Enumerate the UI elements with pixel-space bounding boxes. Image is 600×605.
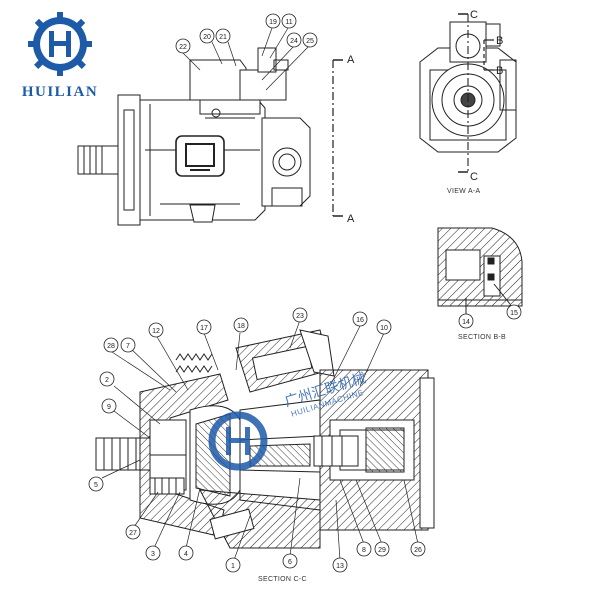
- callout-19: [265, 13, 281, 29]
- callout-label-12: 12: [152, 328, 160, 335]
- section-cc-label: SECTION C-C: [258, 576, 307, 583]
- callout-labels-bb: 14 15: [462, 310, 518, 326]
- section-mark-b-bottom: B: [496, 65, 503, 77]
- callout-label-23: 23: [296, 313, 304, 320]
- leader-lines: [101, 27, 513, 561]
- huilian-logo: [28, 12, 92, 76]
- callout-11: [281, 13, 297, 29]
- pump-side-view: [77, 47, 311, 226]
- callout-label-20: 20: [203, 34, 211, 41]
- callout-label-26: 26: [414, 547, 422, 554]
- section-mark-a-top: A: [347, 54, 355, 66]
- callouts-cc: [88, 307, 426, 573]
- view-aa-label: VIEW A-A: [447, 188, 481, 195]
- section-line-c: [458, 13, 469, 173]
- callout-label-22: 22: [179, 44, 187, 51]
- watermark-logo: [208, 411, 268, 471]
- callout-15: [506, 304, 522, 320]
- callout-label-25: 25: [306, 38, 314, 45]
- callout-25: [302, 32, 318, 48]
- brand-name: HUILIAN: [21, 84, 99, 100]
- callout-label-14: 14: [462, 319, 470, 326]
- callouts-bb: [458, 304, 522, 329]
- callout-label-2: 2: [105, 377, 109, 384]
- callout-label-17: 17: [200, 325, 208, 332]
- callout-label-5: 5: [94, 482, 98, 489]
- callout-label-21: 21: [219, 34, 227, 41]
- callout-labels-cc: 28 7 12 17 18 23 16 10 2 9 5 27 3 4 1 6 …: [94, 313, 422, 570]
- callout-label-10: 10: [380, 325, 388, 332]
- callouts-top: [175, 13, 318, 54]
- callout-label-13: 13: [336, 563, 344, 570]
- callout-21: [215, 28, 231, 44]
- section-bb-label: SECTION B-B: [458, 334, 507, 341]
- section-mark-c-top: C: [470, 9, 478, 21]
- section-cc-drawing: [95, 329, 435, 549]
- callout-label-9: 9: [107, 404, 111, 411]
- callout-label-4: 4: [184, 551, 188, 558]
- callout-label-7: 7: [126, 343, 130, 350]
- callout-label-6: 6: [288, 559, 292, 566]
- section-bb-detail: [437, 227, 523, 314]
- callout-24: [286, 32, 302, 48]
- callout-label-18: 18: [237, 323, 245, 330]
- section-mark-b-top: B: [496, 35, 503, 47]
- callout-14: [458, 313, 474, 329]
- callout-label-19: 19: [269, 19, 277, 26]
- section-line-a: [332, 59, 343, 217]
- callout-label-27: 27: [129, 530, 137, 537]
- callout-label-16: 16: [356, 317, 364, 324]
- callout-20: [199, 28, 215, 44]
- callout-label-11: 11: [285, 19, 292, 26]
- callout-label-1: 1: [231, 563, 235, 570]
- callout-label-24: 24: [290, 38, 298, 45]
- callout-label-29: 29: [378, 547, 386, 554]
- section-line-b: [483, 39, 494, 71]
- callout-label-15: 15: [510, 310, 518, 317]
- callout-label-3: 3: [151, 551, 155, 558]
- section-mark-c-bottom: C: [470, 171, 478, 183]
- callout-label-8: 8: [362, 547, 366, 554]
- callout-label-28: 28: [107, 343, 115, 350]
- section-mark-a-bottom: A: [347, 213, 355, 225]
- callout-22: [175, 38, 191, 54]
- callout-labels-top: 19 11 20 21 22 24 25: [179, 19, 314, 51]
